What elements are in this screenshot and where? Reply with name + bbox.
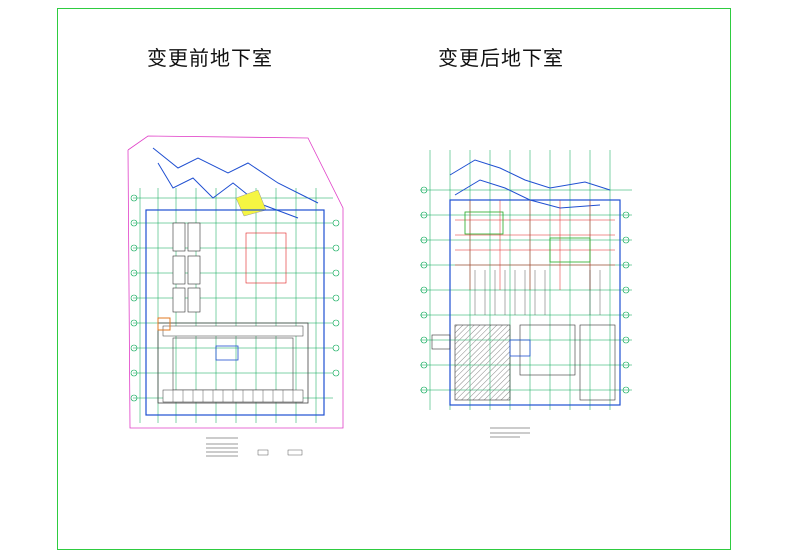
title-before-basement: 变更前地下室 <box>147 46 273 70</box>
before-floor-plan <box>127 135 344 457</box>
after-floor-plan <box>420 150 632 438</box>
drawing-frame <box>57 8 731 550</box>
title-after-basement: 变更后地下室 <box>438 46 564 70</box>
